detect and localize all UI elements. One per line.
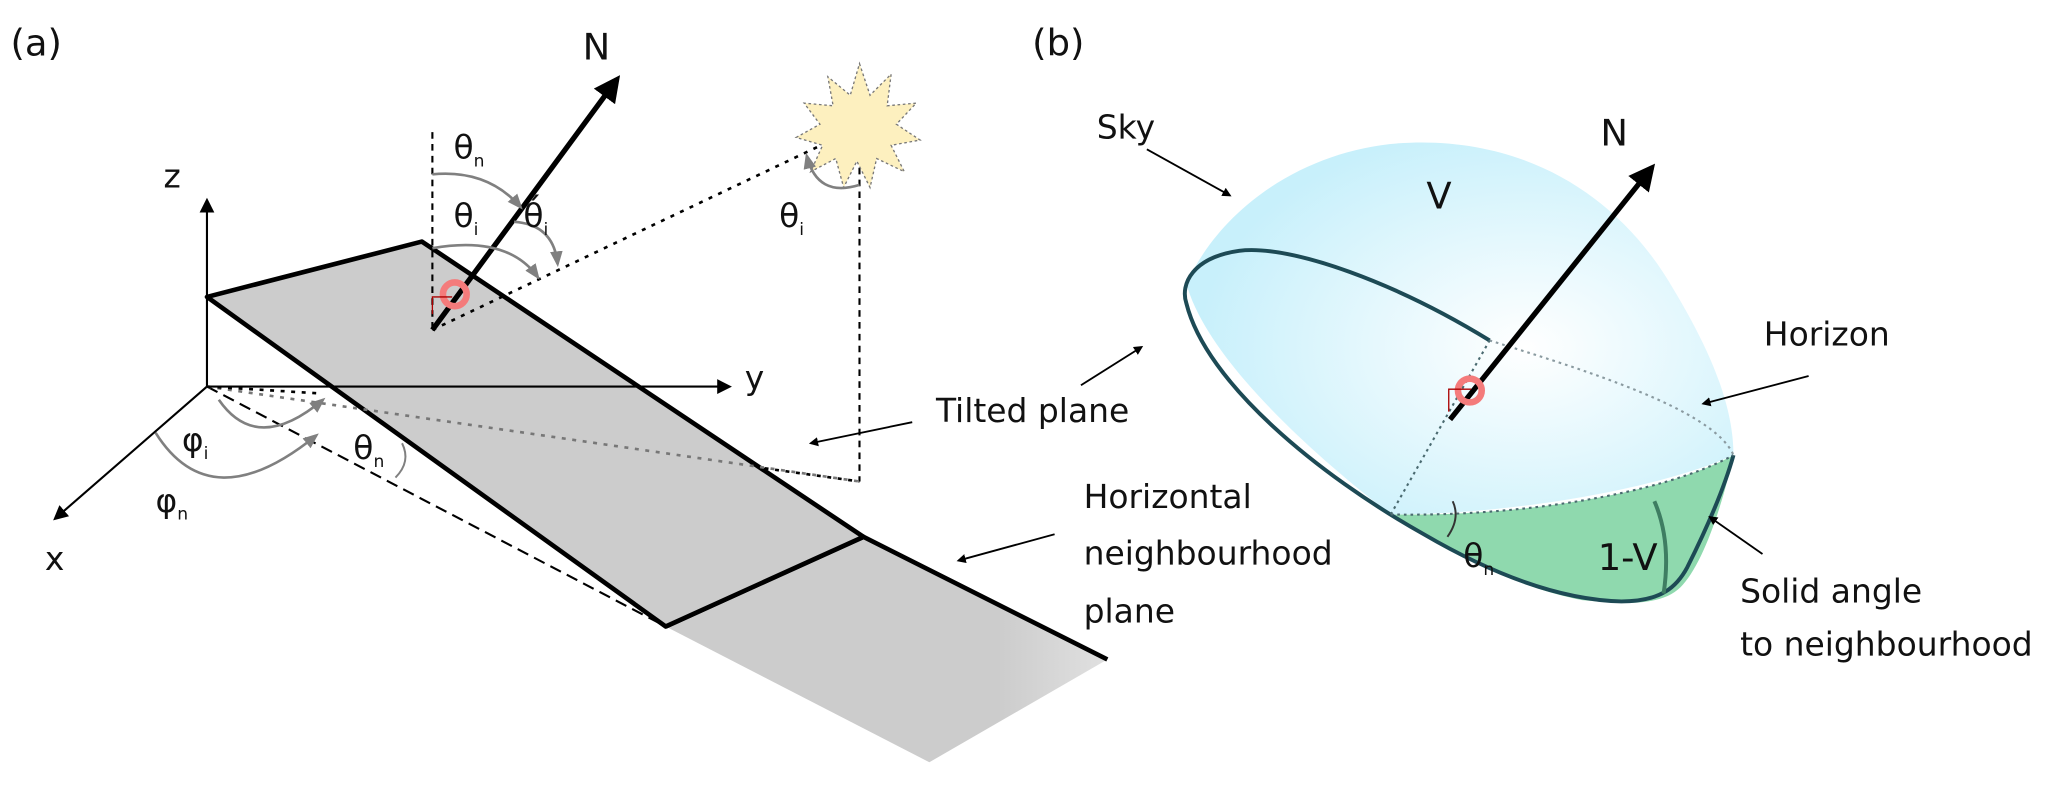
horizon-rim [1182,248,1736,604]
tilted-plane [204,239,866,629]
neighbourhood-solid-angle [1390,455,1734,603]
sun-projection-line [206,385,860,483]
solid-angle-label-1: Solid angle [1740,572,1922,611]
x-axis-label: x [45,539,65,578]
angle-theta-i-sun: θi [779,196,804,240]
y-axis-label: y [745,358,765,397]
sun-direction-line [431,128,855,332]
normal-vector-b [1448,163,1656,422]
horizontal-plane-label-3: plane [1084,592,1175,631]
normal-label-b: N [1600,111,1628,154]
point-marker [439,279,470,310]
horizontal-neighbourhood-plane [665,536,1108,763]
horizontal-plane-label-2: neighbourhood [1084,534,1333,573]
occluded-fraction-label: 1-V [1598,536,1658,579]
point-marker-b [1454,375,1485,406]
angle-theta-i-prime: θ́i [523,194,548,240]
svg-text:θ́i: θ́i [523,194,548,240]
angle-theta-n-top: θn [453,128,484,172]
svg-text:θn: θn [1463,536,1494,580]
sky-view-factor-label: V [1426,175,1451,218]
svg-text:φi: φi [182,420,209,464]
sun-icon [794,61,922,190]
angle-theta-n-plane: θn [353,428,384,472]
angle-phi-i: φi [182,420,209,464]
z-axis-label: z [163,157,180,196]
solid-angle-label-2: to neighbourhood [1740,624,2033,663]
angle-theta-n-b: θn [1463,536,1494,580]
svg-text:θi: θi [453,196,478,240]
normal-projection-line [206,385,667,628]
svg-text:θn: θn [353,428,384,472]
panel-a-label: (a) [11,22,62,65]
x-axis [53,385,208,521]
sky-dome [1186,142,1734,515]
sky-label: Sky [1097,108,1155,147]
angle-phi-n: φn [156,481,189,525]
angle-theta-i-top: θi [453,196,478,240]
svg-text:θn: θn [453,128,484,172]
panel-a: (a) z y x N θn [11,22,1333,763]
horizon-label: Horizon [1764,315,1890,354]
panel-b: (b) N V 1-V θn Sky Horizon Solid angle t… [1032,22,2032,664]
panel-b-label: (b) [1032,22,1084,65]
svg-text:φn: φn [156,481,189,525]
tilted-plane-label: Tilted plane [935,391,1129,430]
normal-label: N [583,26,611,69]
horizontal-plane-label-1: Horizontal [1084,477,1252,516]
svg-text:θi: θi [779,196,804,240]
